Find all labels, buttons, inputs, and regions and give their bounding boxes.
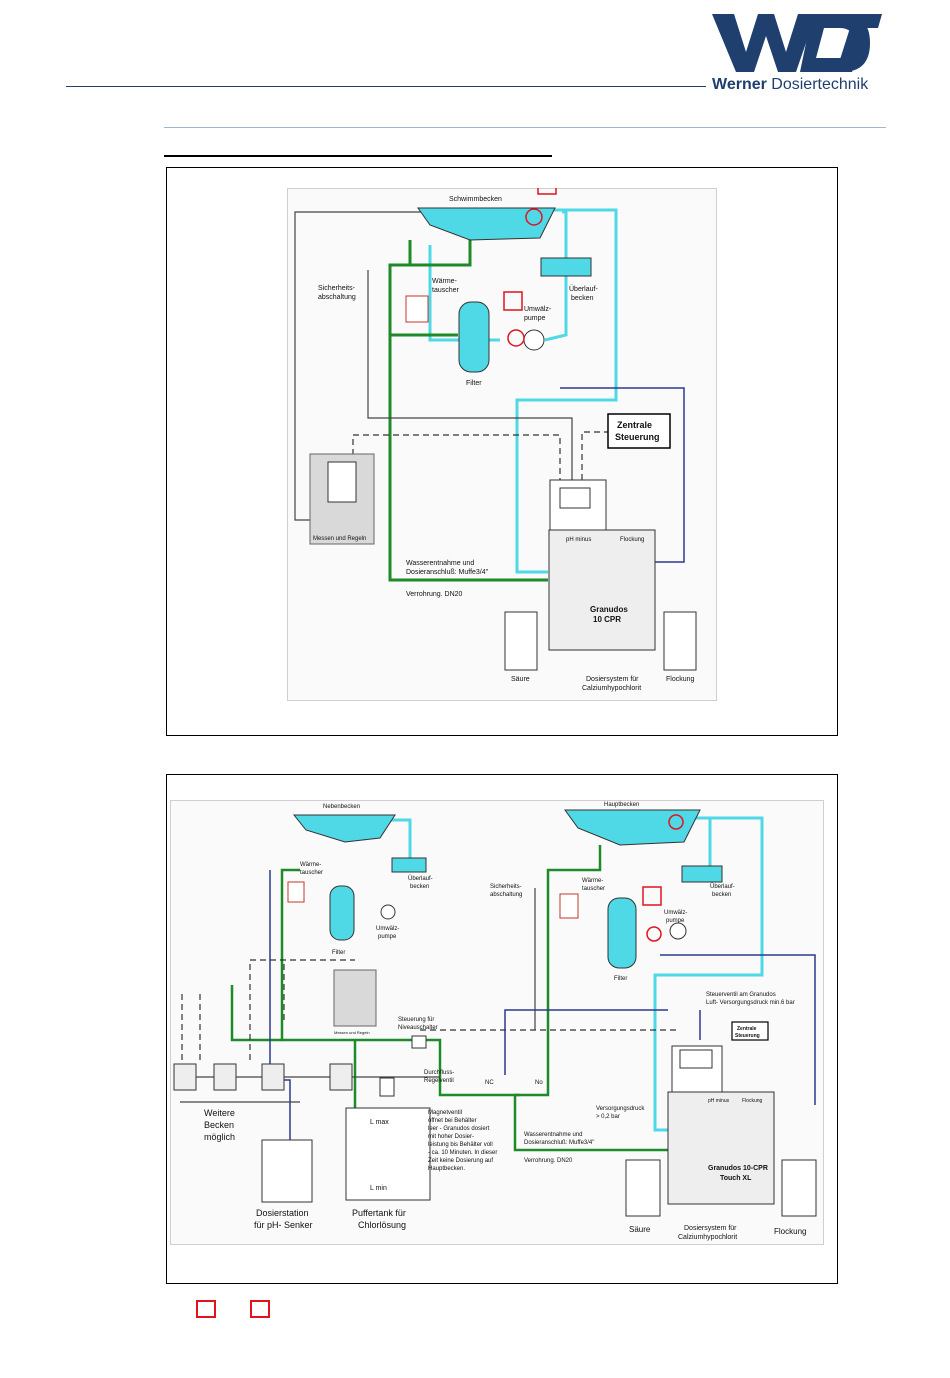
d2-control-valve-2: Luft- Versorgungsdruck min.6 bar [706,1000,795,1006]
d2-central-2: Steuerung [735,1033,760,1039]
d2-heat-right-1: Wärme- [582,878,603,884]
d1-water-label-1: Wasserentnahme und [406,560,474,567]
d2-overflow-right-1: Überlauf- [710,883,735,890]
d2-level-switch-2: Niveauschalter [398,1025,438,1031]
d2-no: No [535,1080,543,1086]
d2-magnet-4: mit hoher Dosier- [428,1134,474,1140]
d1-system-label-2: Calziumhypochlorit [582,685,641,692]
d2-safety-1: Sicherheits- [490,884,522,890]
d1-safety-label-2: abschaltung [318,294,356,301]
d1-filter-label: Filter [466,380,482,387]
d2-measure-label: Messen und Regeln [334,1030,370,1035]
d2-piping: Verrohrung. DN20 [524,1158,573,1164]
d1-device-label-1: Granudos [590,605,628,614]
d2-heat-right-2: tauscher [582,886,605,892]
d1-device-label-2: 10 CPR [593,615,621,624]
d2-central-1: Zentrale [737,1026,757,1032]
marker-legend-1 [196,1300,216,1318]
d2-more-1: Weitere [204,1108,235,1118]
d2-buffer-1: Puffertank für [352,1208,406,1218]
d1-overflow-label-2: becken [571,295,594,302]
d2-magnet-1: Magnetventil [428,1110,462,1116]
d1-safety-label-1: Sicherheits- [318,285,356,292]
d2-overflow-left-1: Überlauf- [408,875,433,882]
d1-piping-label: Verrohrung. DN20 [406,591,463,598]
d2-water-1: Wasserentnahme und [524,1132,582,1138]
diagram-2: Nebenbecken Hauptbecken Überlauf- becken… [173,802,817,1241]
company-name-rest: Dosiertechnik [771,76,869,93]
d2-water-2: Dosieranschluß: Muffe3/4" [524,1140,594,1146]
d2-filter-left: Filter [332,950,345,956]
d1-system-label-1: Dosiersystem für [586,676,639,683]
d2-station-2: für pH- Senker [254,1220,313,1230]
d2-flow-1: Durchfluss- [424,1070,454,1076]
d2-magnet-3: leer - Granudos dosiert [428,1126,490,1132]
d2-more-3: möglich [204,1132,235,1142]
d1-heat-label-1: Wärme- [432,278,458,285]
d2-nc: NC [485,1080,494,1086]
diagram-1: Schwimmbecken Überlauf- becken Wärme- ta… [294,188,697,692]
d1-central-label-1: Zentrale [617,420,652,430]
d1-pump-label-1: Umwälz- [524,306,552,313]
d1-measure-label: Messen und Regeln [313,536,366,542]
d2-pump-right-2: pumpe [666,918,685,924]
d2-device-2: Touch XL [720,1175,752,1182]
d2-floc-small-label: Flockung [742,1098,763,1104]
d1-water-label-2: Dosieranschluß: Muffe3/4" [406,569,489,576]
d2-level-switch-1: Steuerung für [398,1017,434,1023]
d1-central-label-2: Steuerung [615,432,660,442]
d2-secondary-pool-label: Nebenbecken [323,804,360,810]
d2-overflow-left-2: becken [410,884,429,890]
d2-pump-left-2: pumpe [378,934,397,940]
d2-system-1: Dosiersystem für [684,1225,737,1232]
d1-ph-minus-label: pH minus [566,537,591,543]
d2-lmin: L min [370,1185,387,1192]
d2-acid: Säure [629,1225,651,1234]
d2-flow-2: Regelventil [424,1078,454,1084]
header-rule [66,86,706,87]
wdt-logo-icon [712,14,882,72]
d2-magnet-5: leistung bis Behälter voll [428,1142,493,1148]
title-underline [164,155,552,157]
d2-heat-left-1: Wärme- [300,862,321,868]
d1-pool-label: Schwimmbecken [449,196,502,203]
d2-pump-left-1: Umwälz- [376,926,399,932]
d2-floc: Flockung [774,1227,806,1236]
marker-legend-2 [250,1300,270,1318]
d2-magnet-2: öffnet bei Behälter [428,1118,477,1124]
d2-device-1: Granudos 10-CPR [708,1165,768,1172]
d2-heat-left-2: tauscher [300,870,323,876]
d2-supply-2: > 0,2 bar [596,1114,620,1120]
d2-buffer-2: Chlorlösung [358,1220,406,1230]
company-name: Werner Dosiertechnik [712,76,868,94]
d1-floc-label: Flockung [666,676,695,683]
d2-system-2: Calziumhypochlorit [678,1234,737,1241]
d2-magnet-8: Hauptbecken. [428,1166,465,1172]
d2-magnet-7: Zeit keine Dosierung auf [428,1158,493,1164]
d2-safety-2: abschaltung [490,892,522,898]
d2-magnet-6: - ca. 10 Minuten. In dieser [428,1150,497,1156]
d1-overflow-label-1: Überlauf- [569,285,598,293]
section-rule [164,127,886,128]
d2-lmax: L max [370,1119,389,1126]
d2-supply-1: Versorgungsdruck [596,1106,645,1112]
d2-control-valve-1: Steuerventil am Granudos [706,992,776,998]
d2-pump-right-1: Umwälz- [664,910,687,916]
d2-more-2: Becken [204,1120,234,1130]
d2-overflow-right-2: becken [712,892,731,898]
d1-pump-label-2: pumpe [524,315,546,322]
d1-heat-label-2: tauscher [432,287,460,294]
d1-acid-label: Säure [511,676,530,683]
d2-main-pool-label: Hauptbecken [604,802,639,808]
d1-floc-small-label: Flockung [620,537,644,543]
company-name-bold: Werner [712,76,767,93]
d2-ph-minus-label: pH minus [708,1098,730,1104]
d2-station-1: Dosierstation [256,1208,309,1218]
d2-filter-right: Filter [614,976,627,982]
